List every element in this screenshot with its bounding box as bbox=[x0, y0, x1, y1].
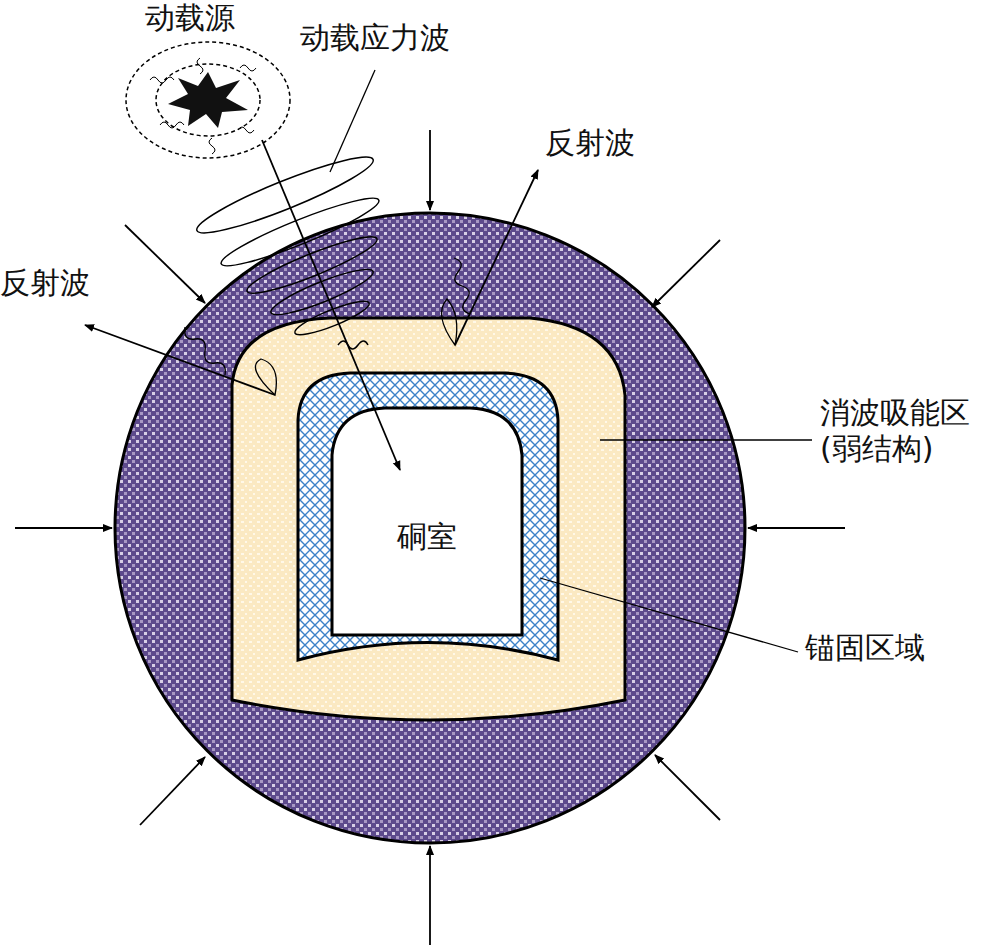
chamber-node: 硐室 bbox=[332, 440, 522, 635]
callout-label: 消波吸能区 (弱结构) bbox=[820, 395, 995, 467]
callout-label: 动载应力波 bbox=[300, 20, 450, 56]
node-label: 硐室 bbox=[397, 517, 457, 558]
callout-label: 锚固区域 bbox=[805, 630, 925, 666]
callout-label: 反射波 bbox=[545, 125, 635, 161]
callout-label: 动载源 bbox=[145, 0, 235, 36]
callout-label: 反射波 bbox=[0, 265, 90, 301]
